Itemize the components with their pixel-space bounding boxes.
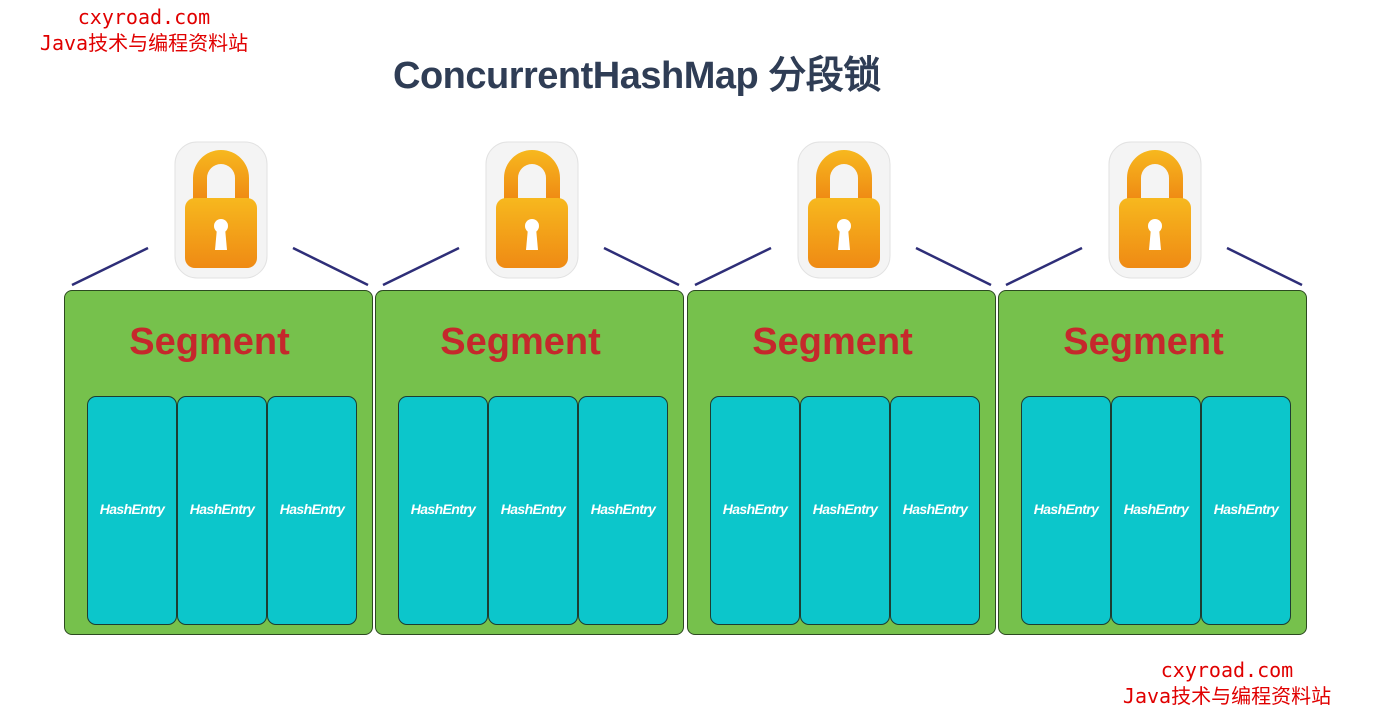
- hash-entry: HashEntry: [710, 396, 800, 625]
- hash-entry: HashEntry: [398, 396, 488, 625]
- hash-entry: HashEntry: [177, 396, 267, 625]
- connector-line: [694, 246, 772, 287]
- hash-entry: HashEntry: [488, 396, 578, 625]
- watermark-site-name: Java技术与编程资料站: [1122, 684, 1332, 708]
- hash-entry: HashEntry: [1021, 396, 1111, 625]
- lock-icon: [1105, 138, 1205, 282]
- hash-entry-label: HashEntry: [1213, 501, 1279, 517]
- lock-icon: [482, 138, 582, 282]
- segment-label: Segment: [129, 321, 290, 363]
- watermark-url: cxyroad.com: [77, 5, 211, 29]
- watermark-top-left: cxyroad.com Java技术与编程资料站: [4, 4, 284, 56]
- hash-entry-label: HashEntry: [1123, 501, 1189, 517]
- connector-line: [1005, 246, 1083, 287]
- hash-entry-label: HashEntry: [722, 501, 788, 517]
- hash-entry-label: HashEntry: [1033, 501, 1099, 517]
- watermark-url: cxyroad.com: [1160, 658, 1294, 682]
- hash-entry-label: HashEntry: [189, 501, 255, 517]
- hash-entry: HashEntry: [1111, 396, 1201, 625]
- hash-entry-label: HashEntry: [410, 501, 476, 517]
- hash-entry: HashEntry: [267, 396, 357, 625]
- hash-entry-label: HashEntry: [279, 501, 345, 517]
- hash-entry-label: HashEntry: [590, 501, 656, 517]
- hash-entry-label: HashEntry: [902, 501, 968, 517]
- watermark-site-name: Java技术与编程资料站: [39, 31, 249, 55]
- segment-label: Segment: [752, 321, 913, 363]
- connector-line: [915, 246, 992, 287]
- hash-entry: HashEntry: [1201, 396, 1291, 625]
- lock-icon: [171, 138, 271, 282]
- connector-line: [1226, 246, 1303, 287]
- hash-entry-label: HashEntry: [500, 501, 566, 517]
- hash-entry: HashEntry: [87, 396, 177, 625]
- connector-line: [382, 246, 460, 287]
- connector-line: [292, 246, 369, 287]
- hash-entry-label: HashEntry: [812, 501, 878, 517]
- connector-line: [71, 246, 149, 287]
- hash-entry: HashEntry: [578, 396, 668, 625]
- hash-entry: HashEntry: [890, 396, 980, 625]
- diagram-title: ConcurrentHashMap 分段锁: [393, 55, 881, 97]
- segment-label: Segment: [1063, 321, 1224, 363]
- hash-entry-label: HashEntry: [99, 501, 165, 517]
- watermark-bottom-right: cxyroad.com Java技术与编程资料站: [1086, 657, 1368, 709]
- hash-entry: HashEntry: [800, 396, 890, 625]
- segment-label: Segment: [440, 321, 601, 363]
- lock-icon: [794, 138, 894, 282]
- connector-line: [603, 246, 680, 287]
